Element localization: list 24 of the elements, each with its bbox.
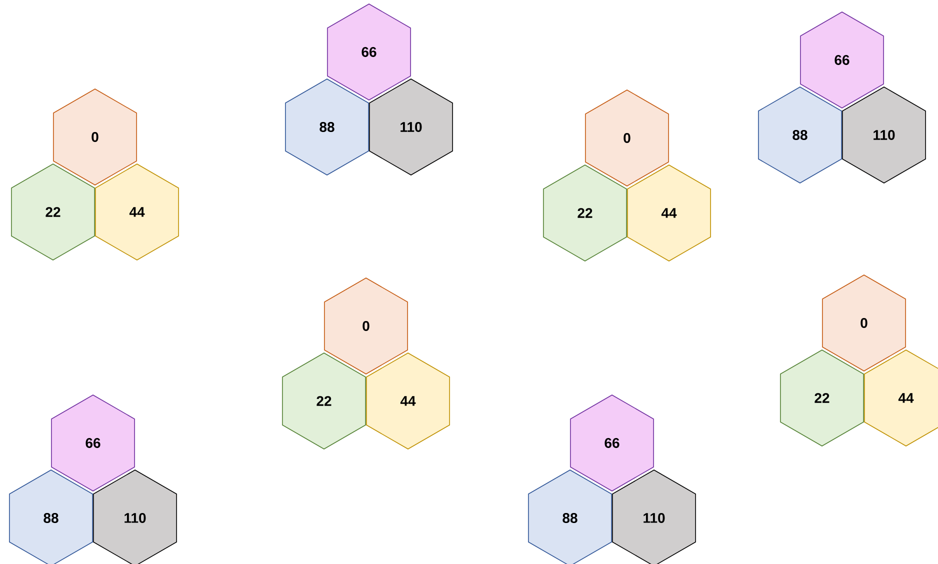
- hexagon: 110: [842, 86, 926, 184]
- hexagon: 66: [327, 4, 411, 100]
- hexagon: 88: [758, 86, 842, 184]
- hexagon: 0: [585, 90, 669, 186]
- hexagon: 0: [324, 278, 408, 374]
- hexagon: 66: [800, 12, 884, 108]
- hexagon: 0: [53, 88, 137, 186]
- hexagon: 22: [780, 350, 864, 446]
- hexagon: 88: [528, 470, 612, 564]
- hexagon: 44: [95, 164, 179, 260]
- hexagon: 66: [570, 394, 654, 492]
- hexagon: 88: [9, 470, 93, 564]
- hexagon: 44: [864, 350, 938, 446]
- hexagon: 44: [627, 164, 711, 262]
- hexagon: 110: [612, 470, 696, 564]
- hexagon: 66: [51, 394, 135, 492]
- hexagon: 0: [822, 274, 906, 372]
- hexagon: 22: [11, 164, 95, 260]
- hexagon: 44: [366, 352, 450, 450]
- hexagon: 110: [93, 470, 177, 564]
- hexagon: 110: [369, 78, 453, 176]
- hexagon: 22: [543, 164, 627, 262]
- hexagon: 22: [282, 352, 366, 450]
- hexagon: 88: [285, 78, 369, 176]
